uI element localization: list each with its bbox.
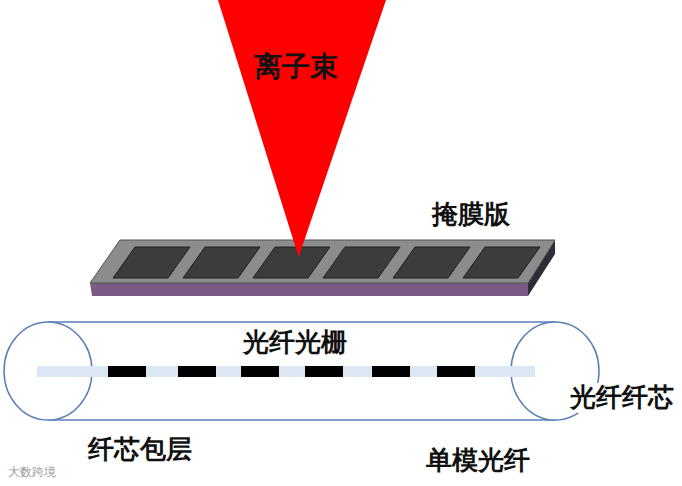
grating-label: 光纤光栅 xyxy=(241,328,349,358)
ion-beam: 离子束 xyxy=(218,0,386,257)
fiber-label: 单模光纤 xyxy=(424,446,532,476)
beam-label: 离子束 xyxy=(254,48,338,86)
mask-label: 掩膜版 xyxy=(430,200,512,230)
cladding-label: 纤芯包层 xyxy=(86,435,194,465)
watermark: 大数跨境 xyxy=(6,466,58,480)
fiber-core xyxy=(37,366,535,377)
beam-triangle xyxy=(218,0,386,257)
core-label: 光纤纤芯 xyxy=(568,383,676,413)
mask-plate xyxy=(90,240,555,296)
single-mode-fiber xyxy=(4,322,599,420)
